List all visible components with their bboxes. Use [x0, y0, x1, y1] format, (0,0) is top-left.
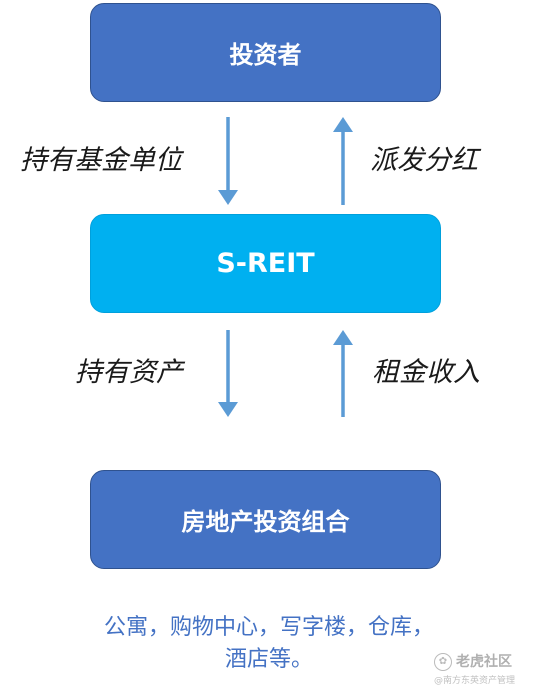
flow-label-hold-units: 持有基金单位	[20, 145, 182, 176]
watermark: ✿ 老虎社区 @南方东英资产管理	[434, 651, 530, 687]
arrow-portfolio-to-reit	[333, 330, 353, 417]
portfolio-node-label: 房地产投资组合	[181, 508, 350, 536]
investor-node: 投资者	[90, 3, 441, 102]
caption-line-1: 公寓，购物中心，写字楼，仓库，	[103, 615, 434, 640]
watermark-main-text: 老虎社区	[456, 654, 512, 670]
reit-node-label: S-REIT	[216, 248, 315, 279]
reit-node: S-REIT	[90, 214, 441, 313]
watermark-logo-icon: ✿	[434, 653, 452, 671]
arrow-investor-to-reit	[218, 117, 238, 205]
flow-label-hold-assets: 持有资产	[75, 357, 183, 388]
flow-label-rent-income: 租金收入	[372, 357, 480, 388]
caption-line-2: 酒店等。	[224, 647, 313, 672]
flow-label-dividend: 派发分红	[370, 145, 478, 176]
watermark-sub-text: @南方东英资产管理	[434, 676, 516, 686]
arrow-reit-to-portfolio	[218, 330, 238, 417]
portfolio-node: 房地产投资组合	[90, 470, 441, 569]
asset-types-caption: 公寓，购物中心，写字楼，仓库， 酒店等。	[60, 612, 478, 676]
arrow-reit-to-investor	[333, 117, 353, 205]
investor-node-label: 投资者	[229, 41, 302, 69]
